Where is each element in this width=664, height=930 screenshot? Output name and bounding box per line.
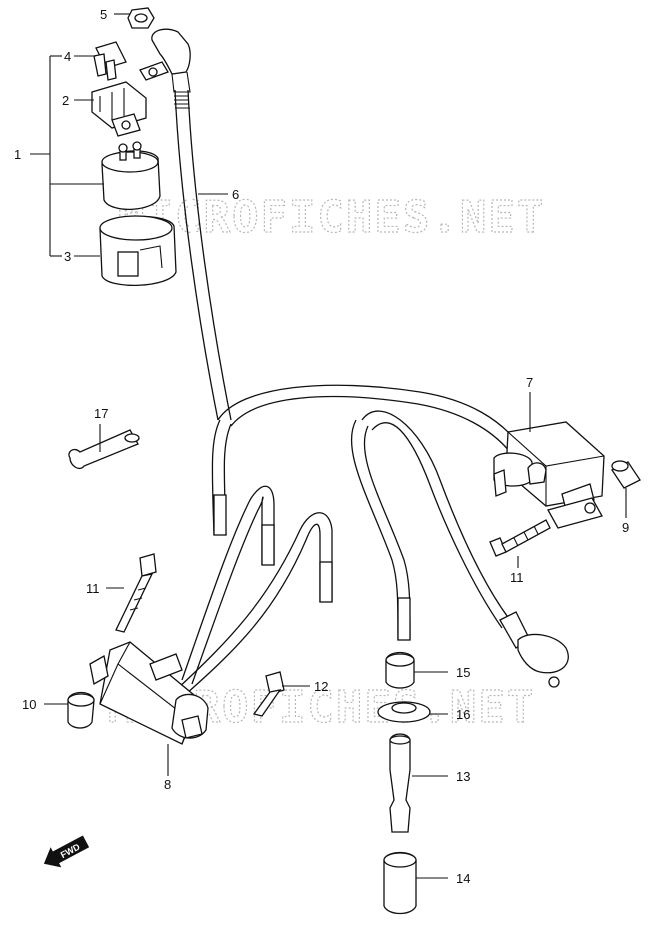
callout-11-left: 11 (86, 581, 100, 596)
nut-5 (127, 7, 155, 29)
callout-15: 15 (456, 665, 470, 680)
battery-terminal-boot (139, 28, 191, 93)
plug-cap-body-13 (389, 733, 411, 833)
callout-5: 5 (100, 7, 107, 22)
clamp-17 (68, 429, 140, 470)
callout-labels: 1 2 3 4 5 6 7 8 9 10 11 11 12 13 14 15 1… (14, 7, 629, 886)
coil-lead-wires (175, 410, 511, 695)
callout-16: 16 (456, 707, 470, 722)
callout-17: 17 (94, 406, 108, 421)
watermark-top: MICROFICHES.NET (118, 192, 545, 243)
callout-13: 13 (456, 769, 470, 784)
spark-plug-cap-15 (385, 651, 415, 689)
callout-7: 7 (526, 375, 533, 390)
callout-12: 12 (314, 679, 328, 694)
bolt-11-left (115, 553, 157, 633)
cap-9 (611, 460, 641, 489)
cap-10 (67, 691, 95, 729)
bolt-12 (252, 671, 285, 717)
ignition-coil-7 (493, 421, 605, 529)
bolt-11-right (489, 519, 551, 557)
callout-1: 1 (14, 147, 21, 162)
callout-14: 14 (456, 871, 470, 886)
callout-10: 10 (22, 697, 36, 712)
callout-8: 8 (164, 777, 171, 792)
callout-3: 3 (64, 249, 71, 264)
callout-2: 2 (62, 93, 69, 108)
callout-6: 6 (232, 187, 239, 202)
battery-lead-6 (174, 89, 521, 453)
seal-16 (377, 701, 431, 723)
spark-plug-cap-right (499, 611, 569, 688)
ignition-coil-8 (89, 641, 209, 745)
callout-9: 9 (622, 520, 629, 535)
callout-4: 4 (64, 49, 71, 64)
fwd-arrow-icon: FWD (43, 835, 90, 868)
starter-relay-assembly (91, 41, 177, 286)
leader-lines (30, 13, 627, 879)
plug-cap-end-14 (383, 851, 417, 915)
callout-11-right: 11 (510, 570, 524, 585)
